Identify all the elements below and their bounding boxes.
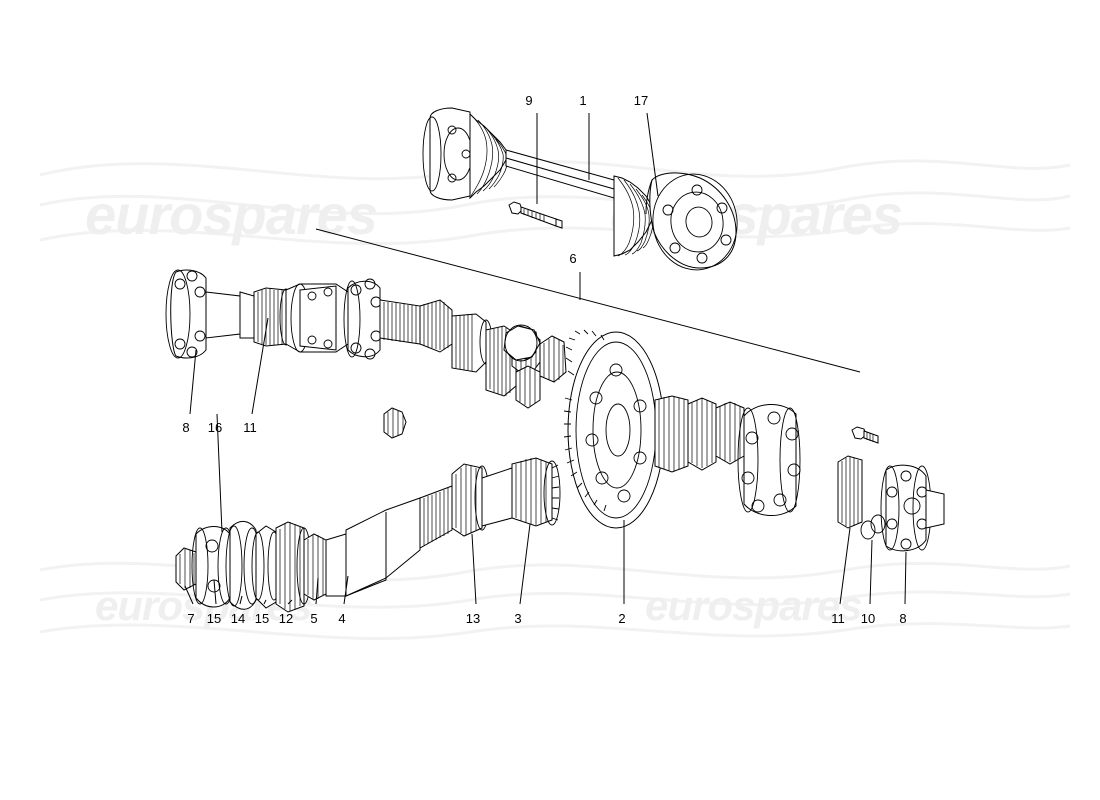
callout-9: 9 [525, 93, 533, 108]
callout-10: 10 [860, 611, 876, 626]
callout-8-right: 8 [899, 611, 907, 626]
callout-8-left: 8 [182, 420, 190, 435]
callout-12: 12 [278, 611, 294, 626]
callout-7: 7 [187, 611, 195, 626]
axis-reference-line [315, 228, 861, 373]
callout-15-a: 15 [206, 611, 222, 626]
callout-6: 6 [569, 251, 577, 266]
watermark-text: eurospares [85, 183, 378, 246]
crown-wheel-ring-gear [563, 329, 689, 529]
callout-3: 3 [514, 611, 522, 626]
callout-17: 17 [633, 93, 649, 108]
differential-right-assembly [687, 397, 945, 552]
callout-11-right: 11 [831, 611, 845, 626]
callout-5: 5 [310, 611, 318, 626]
callout-11-left: 11 [243, 420, 257, 435]
callout-14: 14 [230, 611, 246, 626]
callout-16: 16 [207, 420, 223, 435]
callout-15-b: 15 [254, 611, 270, 626]
leader-lines-bottom [184, 317, 907, 605]
leader-lines-top [536, 112, 659, 204]
callout-2: 2 [618, 611, 626, 626]
callout-1: 1 [579, 93, 587, 108]
callout-13: 13 [465, 611, 481, 626]
pinion-shaft-assembly [175, 457, 561, 613]
differential-left-assembly [165, 269, 567, 439]
watermark-text: eurospares [645, 582, 862, 629]
drive-shaft-assembly [422, 107, 738, 271]
callout-4: 4 [338, 611, 346, 626]
